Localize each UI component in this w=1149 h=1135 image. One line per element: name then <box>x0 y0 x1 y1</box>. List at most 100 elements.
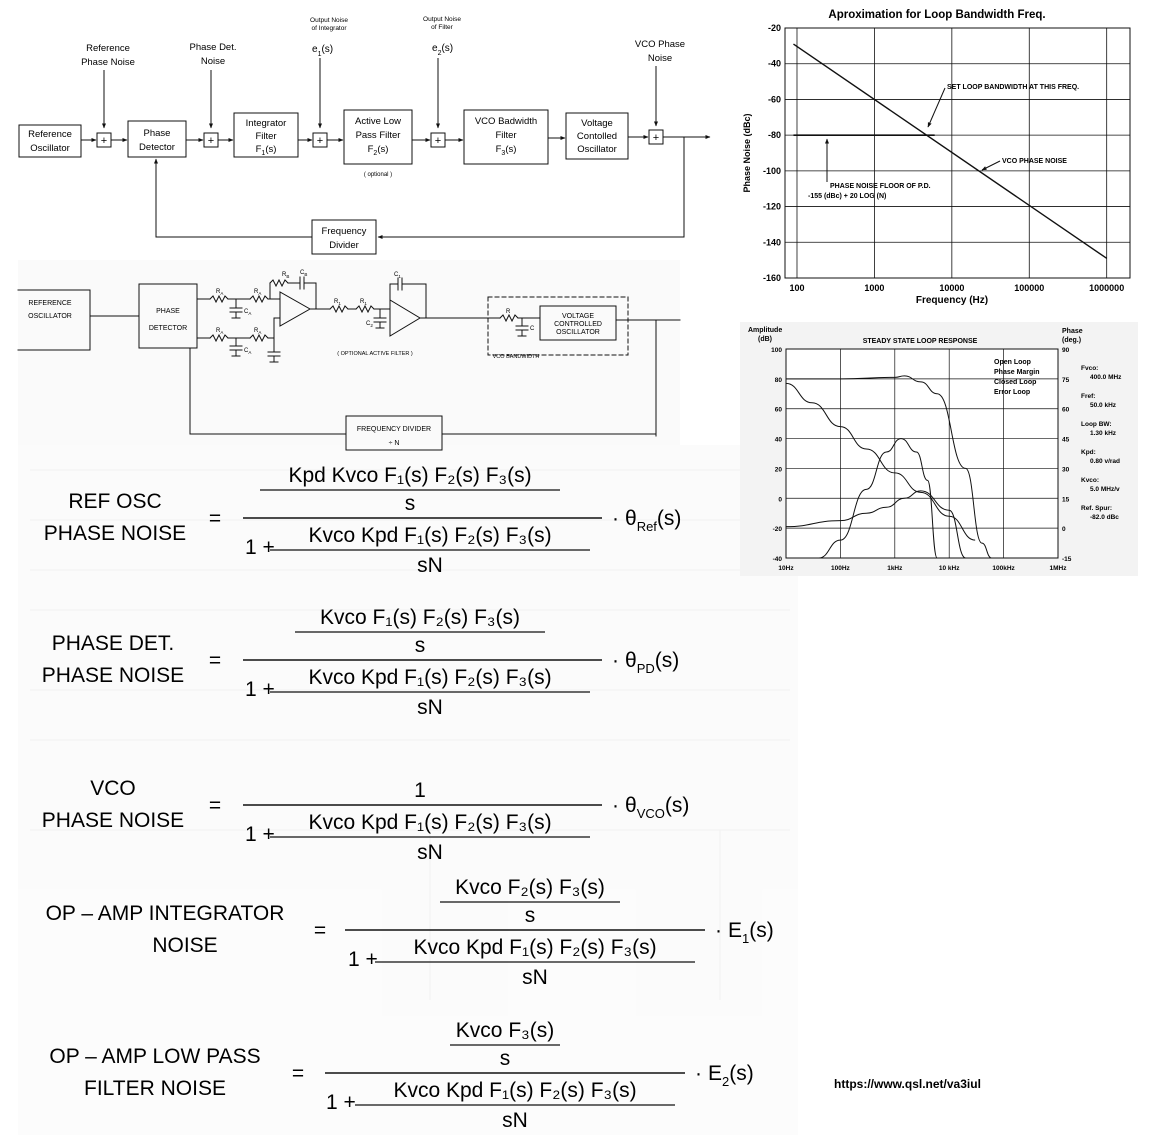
vco-text-3: Oscillator <box>577 144 617 155</box>
e1-label: e1(s) <box>312 44 333 58</box>
int-text-2: Filter <box>255 131 276 142</box>
sch-div-2: ÷ N <box>389 440 400 447</box>
svg-text:Noise: Noise <box>201 56 225 67</box>
chart1-vco-noise-line <box>793 43 1108 259</box>
equation-numerator-s: s <box>500 1047 511 1070</box>
chart2-xtick: 10Hz <box>778 565 794 572</box>
chart2-param-label: Kpd: <box>1081 449 1096 456</box>
svg-text:of Filter: of Filter <box>431 24 454 31</box>
equation-numerator-top: Kvco F₂(s) F₃(s) <box>455 876 605 899</box>
equation-denominator-sn: sN <box>417 841 443 864</box>
svg-text:Reference: Reference <box>86 43 130 54</box>
equation-lhs-line-2: NOISE <box>152 934 217 957</box>
loop-bw-chart: Aproximation for Loop Bandwidth Freq. 10… <box>742 9 1131 306</box>
svg-text:+: + <box>653 132 659 144</box>
e2-label: e2(s) <box>432 43 453 57</box>
svg-text:CB: CB <box>300 270 307 277</box>
svg-text:of Integrator: of Integrator <box>311 25 347 32</box>
equation-equals: = <box>292 1062 304 1085</box>
equation-source-term: ·θRef(s) <box>612 507 681 534</box>
chart1-xtick: 100 <box>789 283 804 293</box>
svg-text:C2: C2 <box>366 321 373 328</box>
chart1-ytick: -80 <box>768 130 781 140</box>
chart2-ytick-left: -20 <box>773 526 783 533</box>
lpf-block <box>343 109 413 165</box>
divider-text-2: Divider <box>329 240 359 251</box>
svg-text:Noise: Noise <box>648 53 672 64</box>
equation-one-plus: 1 + <box>245 536 275 559</box>
chart2-yright-label-1: Phase <box>1062 328 1083 335</box>
equation-source-term: ·θPD(s) <box>612 649 679 676</box>
equation-source-term: ·E1(s) <box>715 919 774 946</box>
chart2-param-value: 400.0 MHz <box>1090 374 1122 381</box>
chart1-annot-formula: -155 (dBc) + 20 LOG (N) <box>808 193 886 200</box>
equation-2: PHASE DET.PHASE NOISE=Kvco F₁(s) F₂(s) F… <box>42 606 679 719</box>
chart1-ylabel: Phase Noise (dBc) <box>742 113 752 192</box>
equation-numerator-top: Kvco F₃(s) <box>456 1019 554 1042</box>
chart2-param-label: Kvco: <box>1081 477 1099 484</box>
chart2-param-value: -82.0 dBc <box>1090 514 1119 521</box>
sch-pd-1: PHASE <box>156 308 180 315</box>
chart2-xtick: 10 kHz <box>939 565 960 572</box>
chart2-ytick-right: 60 <box>1062 407 1070 414</box>
noise-arrows <box>102 58 658 129</box>
equation-numerator-s: s <box>525 904 536 927</box>
chart2-legend-item: Error Loop <box>994 389 1030 396</box>
sch-part-labels: RA RA RA RA CA CA RB CB R1 R1 C1 C2 R C <box>216 270 535 355</box>
sch-optional-note: ( OPTIONAL ACTIVE FILTER ) <box>337 351 413 357</box>
equation-equals: = <box>209 507 221 530</box>
svg-text:C1: C1 <box>394 272 401 279</box>
chart1-annot-set-bw: SET LOOP BANDWIDTH AT THIS FREQ. <box>947 84 1079 91</box>
chart1-xtick: 10000 <box>939 283 964 293</box>
equation-numerator: 1 <box>414 779 426 802</box>
svg-text:+: + <box>317 135 323 147</box>
sch-vco-1: VOLTAGE <box>562 313 594 320</box>
chart2-xtick: 100Hz <box>831 565 851 572</box>
chart1-title: Aproximation for Loop Bandwidth Freq. <box>828 9 1045 21</box>
int-text-3: F1(s) <box>256 144 277 157</box>
sch-pd-2: DETECTOR <box>149 325 187 332</box>
equation-source-term: ·θVCO(s) <box>612 794 689 821</box>
chart1-xtick: 100000 <box>1014 283 1044 293</box>
chart2-param-value: 5.0 MHz/v <box>1090 486 1120 493</box>
chart2-series-open-loop <box>785 382 976 541</box>
scan-background <box>18 260 798 1135</box>
equation-equals: = <box>314 919 326 942</box>
equation-one-plus: 1 + <box>348 948 378 971</box>
svg-text:RA: RA <box>254 328 261 335</box>
equation-one-plus: 1 + <box>245 823 275 846</box>
equation-lhs-line-2: FILTER NOISE <box>84 1077 226 1100</box>
equation-denominator-sn: sN <box>417 696 443 719</box>
chart2-ytick-left: -40 <box>773 556 783 563</box>
equation-denominator-sn: sN <box>502 1109 528 1132</box>
sch-ref-osc-2: OSCILLATOR <box>28 313 72 320</box>
phase-detector-block <box>127 120 187 158</box>
vco-block <box>565 112 629 160</box>
equation-numerator-top: Kpd Kvco F₁(s) F₂(s) F₃(s) <box>288 464 531 487</box>
chart1-xtick: 1000000 <box>1089 283 1124 293</box>
sch-vco <box>539 305 617 341</box>
equation-denominator-top: Kvco Kpd F₁(s) F₂(s) F₃(s) <box>393 1079 636 1102</box>
equation-denominator-sn: sN <box>522 966 548 989</box>
equation-lhs-line-2: PHASE NOISE <box>42 664 184 687</box>
pd-text-2: Detector <box>139 142 175 153</box>
int-text-1: Integrator <box>246 118 287 129</box>
equation-one-plus: 1 + <box>245 678 275 701</box>
equation-lhs-line-2: PHASE NOISE <box>44 522 186 545</box>
source-url: https://www.qsl.net/va3iul <box>834 1077 981 1091</box>
equation-lhs-line-1: PHASE DET. <box>52 632 175 655</box>
chart1-annot-floor: PHASE NOISE FLOOR OF P.D. <box>830 183 931 190</box>
chart2-yright-label-2: (deg.) <box>1062 337 1081 344</box>
vco-text-1: Voltage <box>581 118 613 129</box>
vco-noise-label: VCO Phase Noise <box>635 39 685 64</box>
chart2-ytick-right: -15 <box>1062 556 1072 563</box>
lpf-text-2: Pass Filter <box>356 130 401 141</box>
chart2-xtick: 1MHz <box>1050 565 1068 572</box>
equation-denominator-top: Kvco Kpd F₁(s) F₂(s) F₃(s) <box>308 811 551 834</box>
chart2-legend-item: Phase Margin <box>994 369 1040 376</box>
svg-text:Phase Noise: Phase Noise <box>81 57 135 68</box>
chart2-param-label: Ref. Spur: <box>1081 505 1112 512</box>
chart2-ytick-right: 75 <box>1062 377 1070 384</box>
